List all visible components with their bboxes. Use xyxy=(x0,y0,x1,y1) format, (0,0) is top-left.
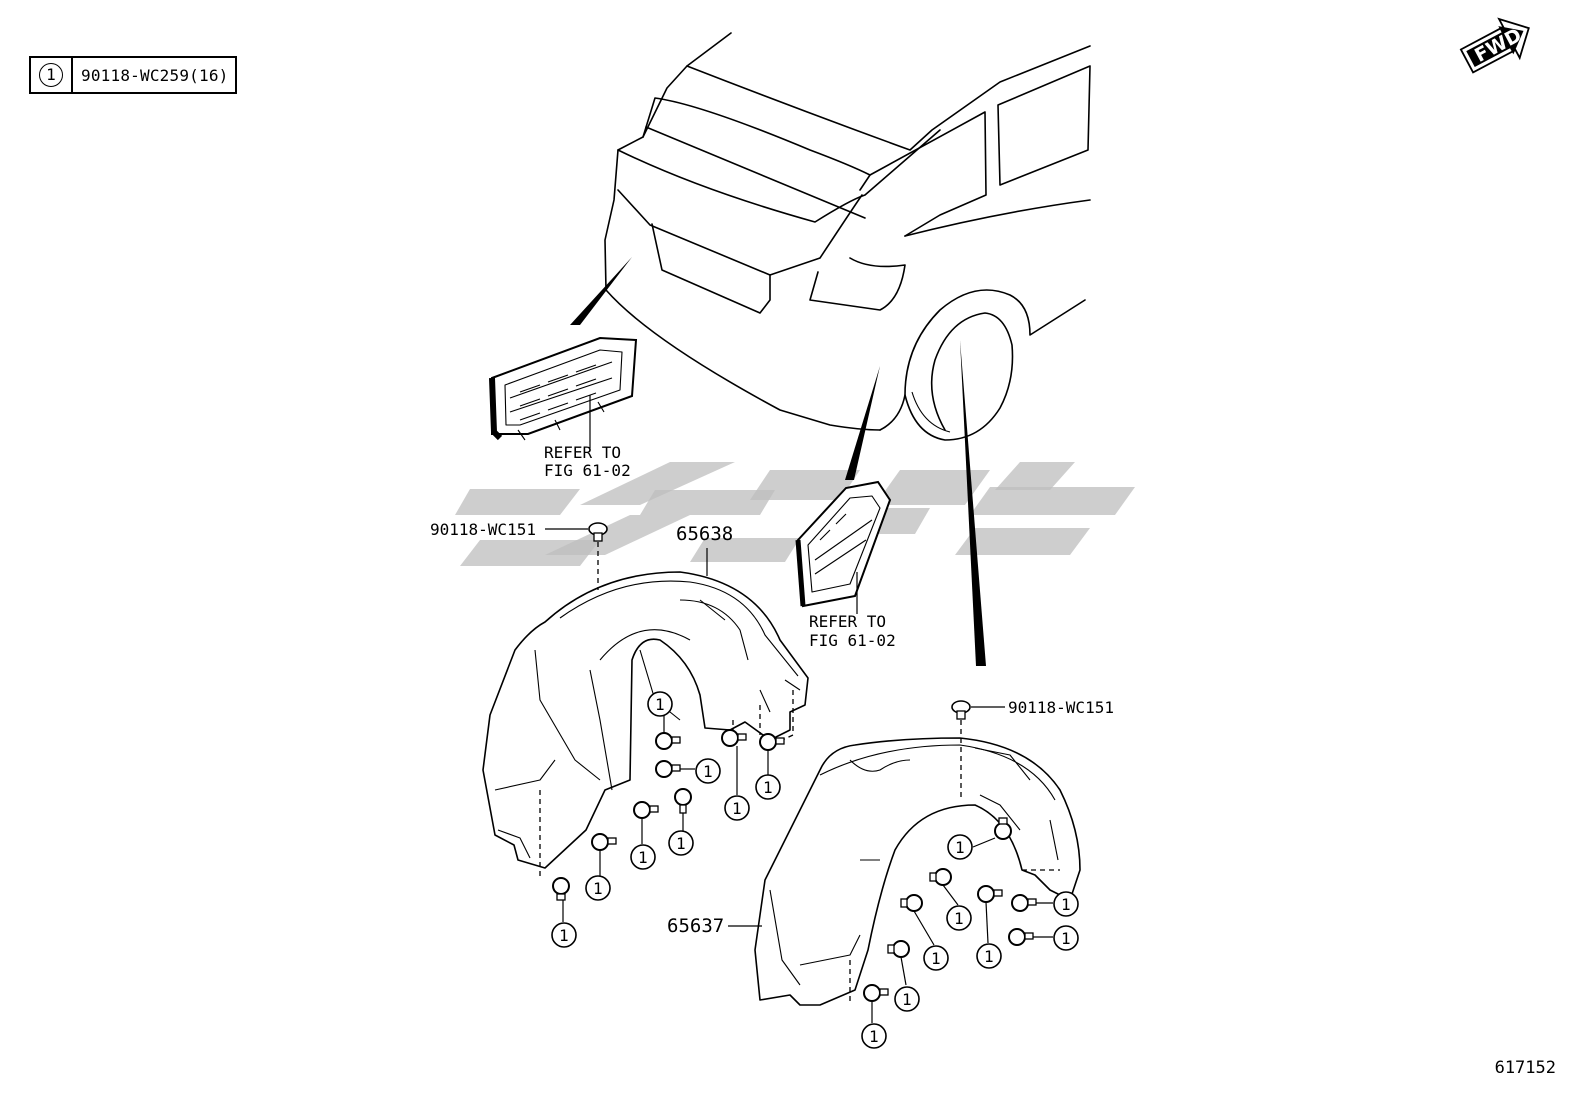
legend-symbol-cell: 1 xyxy=(31,58,73,92)
fastener-l4 xyxy=(977,885,1003,903)
lower-fasteners: 1 1 1 1 1 1 1 1 xyxy=(861,817,1079,1049)
fwd-arrow-icon: FWD xyxy=(1459,17,1530,74)
fastener-l6 xyxy=(1008,928,1034,946)
callout-u4: 1 xyxy=(755,774,781,800)
callout-l5: 1 xyxy=(1053,891,1079,917)
left-vent-panel xyxy=(489,336,638,448)
part-65638-label: 65638 xyxy=(676,523,733,545)
svg-text:1: 1 xyxy=(954,909,964,928)
callout-l4: 1 xyxy=(976,943,1002,969)
fastener-l3 xyxy=(900,894,923,912)
fastener-u3 xyxy=(721,729,747,747)
svg-text:1: 1 xyxy=(732,799,742,818)
fastener-u5 xyxy=(674,788,692,814)
svg-text:1: 1 xyxy=(655,695,665,714)
fender-liner-65637 xyxy=(754,737,1081,1006)
upper-fasteners: 1 1 1 1 1 1 1 1 xyxy=(551,691,785,948)
fastener-u8 xyxy=(552,877,570,901)
fastener-l7 xyxy=(887,940,910,958)
watermark-logo xyxy=(455,462,1135,566)
fastener-u4 xyxy=(759,733,785,751)
refer-left-line2: FIG 61-02 xyxy=(544,461,631,480)
refer-right-line2: FIG 61-02 xyxy=(809,631,896,650)
fastener-u2 xyxy=(655,760,681,778)
svg-text:1: 1 xyxy=(902,990,912,1009)
legend-symbol: 1 xyxy=(39,63,63,87)
clip-upper-right xyxy=(951,700,1005,800)
fastener-l5 xyxy=(1011,894,1037,912)
callout-u2: 1 xyxy=(695,758,721,784)
callout-u5: 1 xyxy=(668,830,694,856)
svg-text:1: 1 xyxy=(869,1027,879,1046)
svg-text:1: 1 xyxy=(676,834,686,853)
svg-text:1: 1 xyxy=(638,848,648,867)
svg-text:1: 1 xyxy=(1061,895,1071,914)
callout-u8: 1 xyxy=(551,922,577,948)
refer-left-line1: REFER TO xyxy=(544,443,621,462)
fender-liner-65638 xyxy=(482,571,809,880)
fastener-u6 xyxy=(633,801,659,819)
svg-text:1: 1 xyxy=(593,879,603,898)
callout-l6: 1 xyxy=(1053,925,1079,951)
callout-l1: 1 xyxy=(947,834,973,860)
figure-number: 617152 xyxy=(1494,1058,1556,1078)
fastener-l2 xyxy=(929,868,952,886)
svg-text:1: 1 xyxy=(955,838,965,857)
vehicle-rear-outline xyxy=(604,32,1091,441)
fastener-l8 xyxy=(863,984,889,1002)
svg-text:1: 1 xyxy=(1061,929,1071,948)
legend-box: 1 90118-WC259(16) xyxy=(29,56,237,94)
clip-left-callout: 90118-WC151 xyxy=(430,520,536,539)
callout-l3: 1 xyxy=(923,945,949,971)
callout-u7: 1 xyxy=(585,875,611,901)
callout-l2: 1 xyxy=(946,905,972,931)
svg-text:1: 1 xyxy=(559,926,569,945)
clip-right-callout: 90118-WC151 xyxy=(1008,698,1114,717)
fastener-l1 xyxy=(994,817,1012,840)
callout-u1: 1 xyxy=(647,691,673,717)
callout-u6: 1 xyxy=(630,844,656,870)
svg-text:1: 1 xyxy=(703,762,713,781)
clip-upper-left xyxy=(545,522,608,590)
callout-l7: 1 xyxy=(894,986,920,1012)
pointer-arrows xyxy=(570,257,986,666)
fastener-u7 xyxy=(591,833,617,851)
callout-l8: 1 xyxy=(861,1023,887,1049)
legend-part-number: 90118-WC259(16) xyxy=(81,65,229,85)
callout-u3: 1 xyxy=(724,795,750,821)
refer-right-line1: REFER TO xyxy=(809,612,886,631)
fastener-u1 xyxy=(655,732,681,750)
svg-text:1: 1 xyxy=(931,949,941,968)
right-vent-panel xyxy=(795,480,892,614)
svg-text:1: 1 xyxy=(984,947,994,966)
part-65637-label: 65637 xyxy=(667,915,724,937)
svg-text:1: 1 xyxy=(763,778,773,797)
